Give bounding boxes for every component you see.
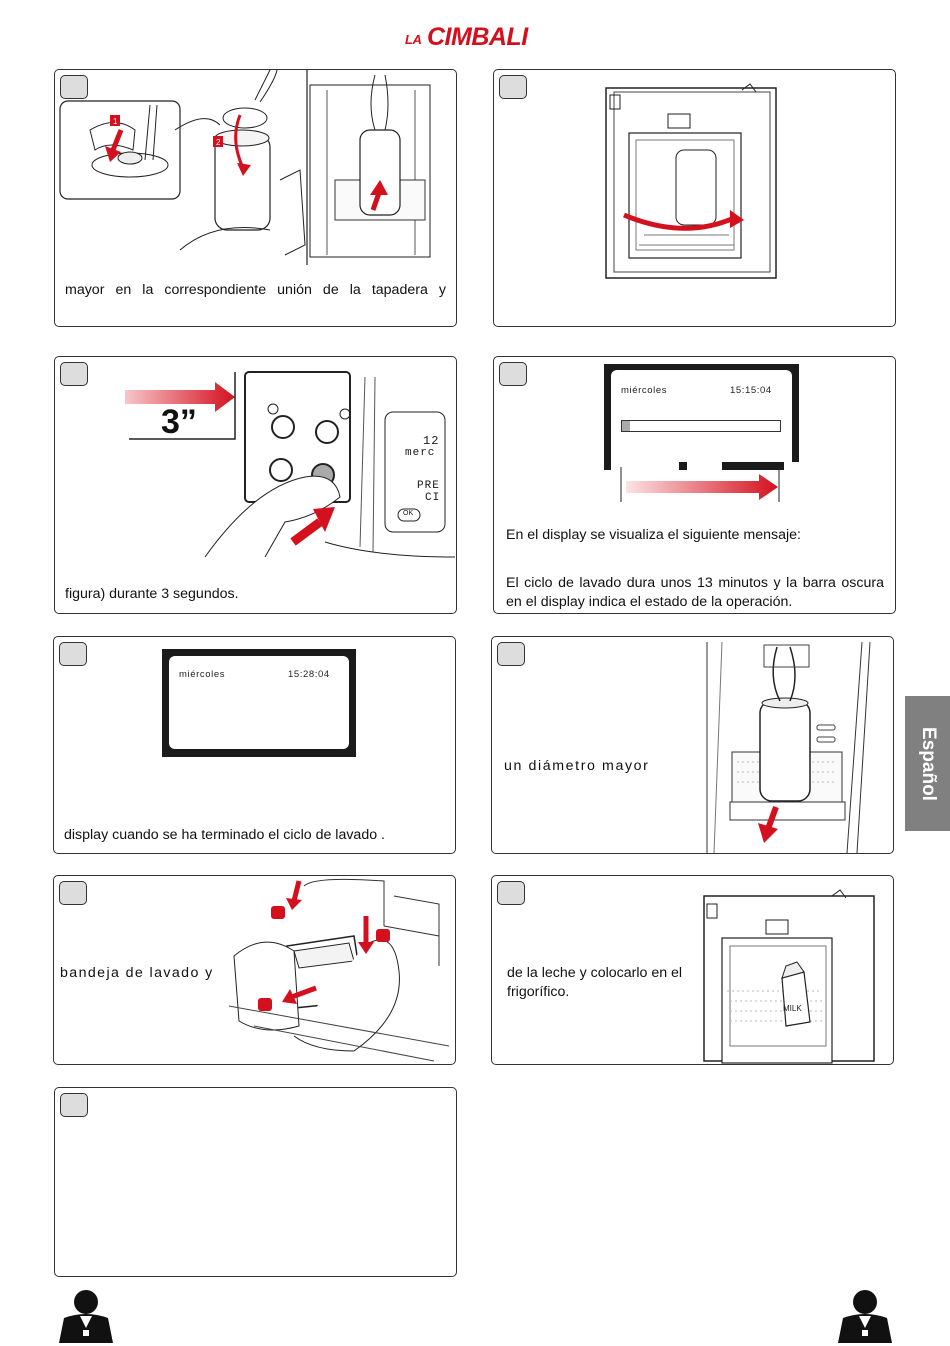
progress-direction-arrow: [620, 467, 780, 502]
callout-2: 2: [216, 138, 221, 147]
hold-duration-label: 3”: [161, 403, 197, 441]
illustration-milk-cap-removal: 1 2: [59, 70, 431, 265]
brand-logo: LA CIMBALI: [403, 22, 548, 52]
step-panel-4: miércoles 15:15:04 En el display se visu…: [493, 356, 896, 614]
language-tab: Español: [905, 696, 950, 831]
language-tab-label: Español: [917, 726, 939, 801]
display-day: miércoles: [179, 669, 226, 680]
step-panel-9: [54, 1087, 457, 1277]
display-time: 15:15:04: [730, 385, 772, 396]
carton-label: MILK: [783, 1004, 802, 1013]
step-panel-6: un diámetro mayor: [491, 636, 894, 854]
display-fragment-day: merc: [405, 447, 436, 459]
step-6-text: un diámetro mayor: [504, 758, 650, 774]
display-fragment-hour: 12: [423, 434, 440, 448]
step-1-text: mayor en la correspondiente unión de la …: [65, 282, 446, 298]
ok-button-label: OK: [403, 510, 414, 517]
logo-prefix: LA: [405, 32, 422, 47]
illustration-fridge-door: [605, 83, 777, 279]
step-panel-1: 1 2 mayor en la correspondiente unión de…: [54, 69, 457, 327]
illustration-milk-carton-fridge: MILK: [703, 889, 875, 1064]
step-number-badge: [59, 642, 87, 666]
step-number-badge: [60, 75, 88, 99]
display-fragment-ci: CI: [425, 492, 441, 504]
step-panel-8: MILK de la leche y colocarlo en el frigo…: [491, 875, 894, 1065]
step-number-badge: [59, 881, 87, 905]
progress-bar: [621, 420, 781, 432]
step-7-text: bandeja de lavado y: [60, 965, 214, 981]
illustration-press-button: [125, 371, 456, 558]
technician-icon: [838, 1290, 892, 1343]
step-number-badge: [497, 642, 525, 666]
step-number-badge: [60, 362, 88, 386]
step-number-badge: [497, 881, 525, 905]
illustration-remove-tray: [228, 878, 450, 1062]
display-day: miércoles: [621, 385, 668, 396]
step-panel-2: [493, 69, 896, 327]
step-panel-5: miércoles 15:28:04 display cuando se ha …: [53, 636, 456, 854]
display-fragment-pre: PRE: [417, 480, 440, 492]
step-4-text-1: En el display se visualiza el siguiente …: [506, 527, 801, 543]
step-number-badge: [60, 1093, 88, 1117]
illustration-remove-container: [706, 641, 871, 853]
step-8-text: de la leche y colocarlo en el frigorífic…: [507, 965, 683, 1000]
step-4-text-2: El ciclo de lavado dura unos 13 minutos …: [506, 575, 884, 610]
display-time: 15:28:04: [288, 669, 330, 680]
step-number-badge: [499, 75, 527, 99]
step-5-text: display cuando se ha terminado el ciclo …: [64, 827, 385, 843]
step-3-text: figura) durante 3 segundos.: [65, 586, 239, 602]
callout-1: 1: [113, 117, 118, 126]
step-panel-3: 3” 12 merc PRE CI OK figura) durante 3 s…: [54, 356, 457, 614]
step-panel-7: bandeja de lavado y: [53, 875, 456, 1065]
step-number-badge: [499, 362, 527, 386]
washing-display: miércoles 15:15:04: [604, 364, 799, 470]
logo-wordmark: CIMBALI: [427, 23, 528, 51]
technician-icon: [59, 1290, 113, 1343]
progress-bar-fill: [622, 421, 630, 431]
end-of-cycle-display: miércoles 15:28:04: [162, 649, 356, 757]
